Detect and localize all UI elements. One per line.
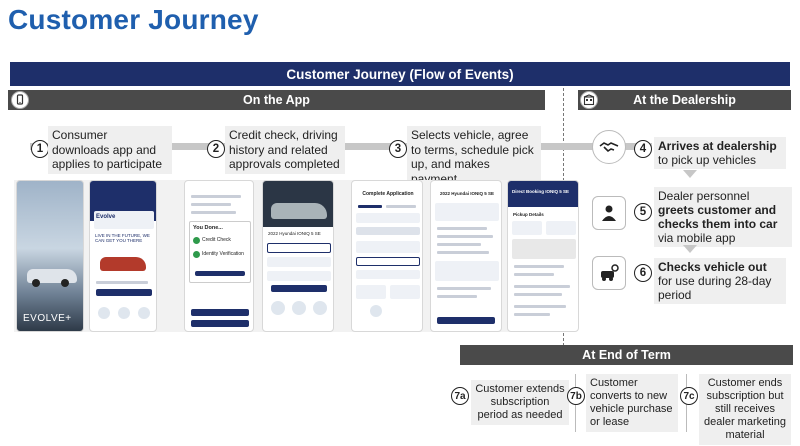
step-number-7a: 7a: [451, 387, 469, 405]
pickup-label: Pickup Details: [513, 212, 544, 217]
step-4-text: Arrives at dealership to pick up vehicle…: [654, 137, 786, 169]
phone-vehicle-detail: 2022 Hyundai IONIQ 5 SE: [262, 180, 334, 332]
step-number-6: 6: [634, 264, 652, 282]
step-4-bold: Arrives at dealership: [658, 139, 777, 153]
brand-logo: EVOLVE+: [23, 313, 72, 324]
section-bar-dealer: At the Dealership: [578, 90, 791, 110]
summary-title: 2022 Hyundai IONIQ 5 SE: [439, 191, 495, 196]
section-label-app: On the App: [243, 93, 310, 107]
phone-application: Complete Application: [351, 180, 423, 332]
app-step-title: Complete Application: [362, 191, 414, 197]
app-screenshots: EVOLVE+ Evolve LIVE IN THE FUTURE, WE CA…: [14, 180, 579, 332]
vehicle-name: 2022 Hyundai IONIQ 5 SE: [268, 231, 321, 236]
step-number-7c: 7c: [680, 387, 698, 405]
section-bar-app: On the App: [8, 90, 545, 110]
phone-booking: Direct Booking IONIQ 5 SE Pickup Details: [507, 180, 579, 332]
check-credit: Credit Check: [202, 237, 231, 243]
phone-app-home: Evolve LIVE IN THE FUTURE, WE CAN GET YO…: [89, 180, 157, 332]
step-5-text: Dealer personnel greets customer and che…: [654, 187, 792, 247]
page-title: Customer Journey: [8, 4, 259, 35]
phone-hand-icon: [11, 91, 29, 109]
step-5-bold: greets customer and checks them into car: [658, 203, 778, 231]
phone-approvals: You Done... Credit Check Identity Verifi…: [184, 180, 254, 332]
phone-summary: 2022 Hyundai IONIQ 5 SE: [430, 180, 502, 332]
app-tagline: LIVE IN THE FUTURE, WE CAN GET YOU THERE: [95, 233, 150, 243]
booking-title: Direct Booking IONIQ 5 SE: [512, 189, 570, 194]
step-number-2: 2: [207, 140, 225, 158]
flow-banner: Customer Journey (Flow of Events): [10, 62, 790, 86]
step-2-text: Credit check, driving history and relate…: [225, 126, 345, 174]
approval-title: You Done...: [193, 225, 223, 231]
app-heading: Evolve: [96, 214, 116, 220]
down-arrow-2: [683, 245, 697, 253]
check-identity: Identity Verification: [202, 251, 244, 257]
handshake-icon: [592, 130, 626, 164]
step-number-7b: 7b: [567, 387, 585, 405]
step-6-rest: for use during 28-day period: [658, 274, 772, 302]
step-6-bold: Checks vehicle out: [658, 260, 767, 274]
phone-splash-screen: EVOLVE+: [16, 180, 84, 332]
step-number-4: 4: [634, 140, 652, 158]
building-icon: [580, 91, 598, 109]
step-7c-text: Customer ends subscription but still rec…: [699, 374, 791, 445]
car-key-icon: [592, 256, 626, 290]
section-label-dealer: At the Dealership: [633, 93, 736, 107]
down-arrow-1: [683, 170, 697, 178]
step-5-rest: via mobile app: [658, 231, 736, 245]
step-6-text: Checks vehicle out for use during 28-day…: [654, 258, 786, 304]
step-number-3: 3: [389, 140, 407, 158]
step-3-text: Selects vehicle, agree to terms, schedul…: [407, 126, 541, 188]
step-1-text: Consumer downloads app and applies to pa…: [48, 126, 172, 174]
step-7a-text: Customer extends subscription period as …: [471, 380, 569, 425]
step-4-rest: to pick up vehicles: [658, 153, 757, 167]
step-number-1: 1: [31, 140, 49, 158]
section-bar-end-of-term: At End of Term: [460, 345, 793, 365]
step-5-pre: Dealer personnel: [658, 189, 750, 203]
step-7b-text: Customer converts to new vehicle purchas…: [586, 374, 678, 432]
step-number-5: 5: [634, 203, 652, 221]
person-icon: [592, 196, 626, 230]
